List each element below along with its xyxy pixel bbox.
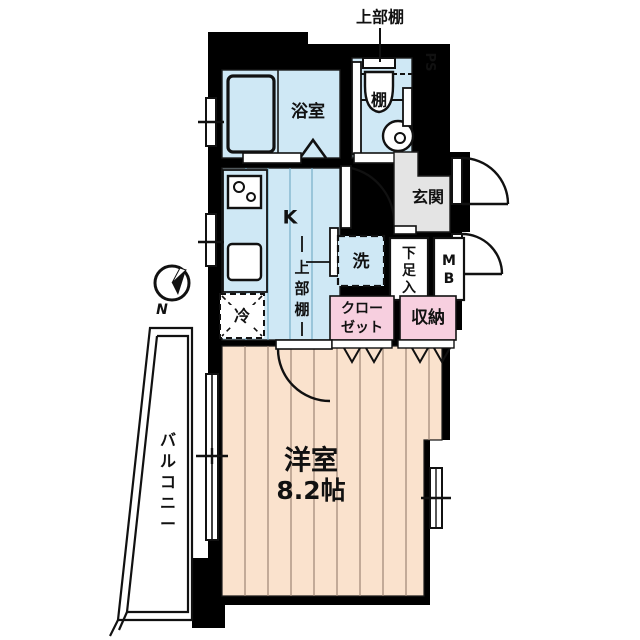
storage-box bbox=[399, 295, 457, 341]
storage-label: 収納 bbox=[411, 307, 445, 328]
bathroom-door-opening[interactable] bbox=[242, 152, 302, 164]
bedroom-floor-planks bbox=[244, 346, 430, 596]
bathroom-label: 浴室 bbox=[291, 101, 325, 122]
pipe-shaft-label-group: PS bbox=[422, 53, 437, 72]
folding-door-chevrons bbox=[343, 347, 451, 365]
balcony-tail-outer bbox=[109, 619, 119, 637]
washer-label: 洗 bbox=[353, 251, 370, 272]
washing-machine-space: 洗 bbox=[336, 234, 386, 288]
wall-step-top-left bbox=[208, 32, 308, 58]
bathroom-window bbox=[198, 97, 224, 147]
entry-front-door[interactable] bbox=[451, 156, 510, 206]
washbasin-drain-icon bbox=[394, 132, 406, 144]
balcony-label-char5: ー bbox=[160, 515, 176, 534]
bathtub-icon bbox=[226, 74, 276, 154]
upper-shelf-top-label: 上部棚 bbox=[356, 8, 404, 27]
closet-label-line1: クロー bbox=[341, 301, 383, 317]
refrigerator-label: 冷 bbox=[234, 307, 250, 326]
room-entry: 玄関 bbox=[393, 151, 451, 233]
kitchen-hall-door-leaf[interactable] bbox=[340, 165, 352, 229]
bedroom-side-window bbox=[421, 467, 451, 529]
kitchen-sink-icon bbox=[226, 242, 263, 282]
toilet-side-cabinet bbox=[402, 87, 413, 127]
toilet-door-jamb bbox=[351, 61, 362, 155]
closet-label-line2: ゼット bbox=[341, 319, 383, 336]
upper-shelf-kitchen-char2: 部 bbox=[294, 280, 309, 298]
upper-shelf-kitchen-char3: 棚 bbox=[294, 301, 309, 319]
balcony: バ ル コ ニ ー bbox=[109, 326, 194, 637]
balcony-outline-outer bbox=[116, 326, 194, 622]
balcony-label-char2: ル bbox=[160, 452, 176, 471]
compass-north-indicator: N bbox=[153, 264, 191, 318]
balcony-outline-inner bbox=[125, 334, 190, 614]
bathroom-floor-slope-icon bbox=[298, 137, 328, 159]
toilet-bowl-icon bbox=[363, 70, 395, 114]
shoe-cabinet-char2: 足 bbox=[402, 263, 417, 279]
toilet-door-opening[interactable] bbox=[353, 152, 399, 164]
balcony-sliding-door[interactable] bbox=[196, 373, 228, 541]
kitchen-partition-stub bbox=[329, 227, 339, 277]
room-kitchen: 冷 K 上 部 棚 bbox=[219, 167, 341, 341]
closet: クロー ゼット bbox=[329, 295, 395, 341]
closet-box bbox=[329, 295, 395, 341]
meter-box-door-swing-arc bbox=[461, 232, 504, 275]
shoe-cabinet-char1: 下 bbox=[402, 246, 416, 262]
bedroom-name-label: 洋室 bbox=[284, 445, 338, 477]
compass-needle-dark bbox=[172, 270, 186, 295]
balcony-tail-inner bbox=[117, 611, 129, 631]
shoe-cabinet: 下 足 入 bbox=[388, 236, 430, 302]
meter-box-char2: B bbox=[444, 271, 455, 287]
refrigerator-label-bg bbox=[228, 305, 256, 327]
entry-step-edge bbox=[393, 225, 417, 235]
refrigerator-space: 冷 bbox=[219, 293, 265, 339]
room-bedroom: 洋室 8.2帖 bbox=[221, 345, 443, 597]
meter-box: M B bbox=[432, 236, 466, 302]
entry-label: 玄関 bbox=[412, 188, 444, 207]
bedroom-size-label: 8.2帖 bbox=[276, 476, 345, 505]
balcony-label-char1: バ bbox=[160, 431, 176, 450]
storage: 収納 bbox=[399, 295, 457, 341]
meter-box-box bbox=[432, 236, 466, 302]
upper-shelf-annotation-top: 上部棚 bbox=[356, 8, 404, 62]
front-door-leaf[interactable] bbox=[451, 157, 463, 205]
compass-needle-light bbox=[171, 267, 187, 284]
balcony-label-char4: ニ bbox=[160, 494, 176, 513]
meter-box-char1: M bbox=[442, 253, 456, 269]
closet-door-opening[interactable] bbox=[331, 339, 393, 349]
stove-burner-large-icon bbox=[233, 181, 245, 193]
gas-stove-icon bbox=[226, 174, 263, 210]
kitchen-window-glass bbox=[205, 213, 217, 267]
bedroom-door-opening[interactable] bbox=[275, 339, 333, 350]
washer-dashed-box bbox=[336, 234, 386, 288]
upper-shelf-kitchen-char1: 上 bbox=[294, 259, 309, 277]
front-door-swing-arc bbox=[461, 156, 510, 205]
room-bathroom: 浴室 bbox=[221, 69, 341, 159]
kitchen-window bbox=[198, 213, 224, 267]
shoe-cabinet-char3: 入 bbox=[402, 280, 416, 296]
stove-burner-small-icon bbox=[246, 192, 256, 202]
bedroom-door-swing-arc bbox=[276, 348, 331, 403]
storage-door-opening[interactable] bbox=[397, 339, 455, 349]
kitchen-label: K bbox=[283, 207, 299, 229]
pipe-shaft-label: PS bbox=[422, 53, 437, 72]
room-toilet: 棚 bbox=[351, 57, 415, 159]
balcony-label-char3: コ bbox=[160, 473, 176, 492]
compass-north-label: N bbox=[156, 302, 168, 318]
toilet-shelf-label: 棚 bbox=[371, 91, 387, 110]
upper-shelf-kitchen-group: 上 部 棚 bbox=[294, 236, 340, 336]
